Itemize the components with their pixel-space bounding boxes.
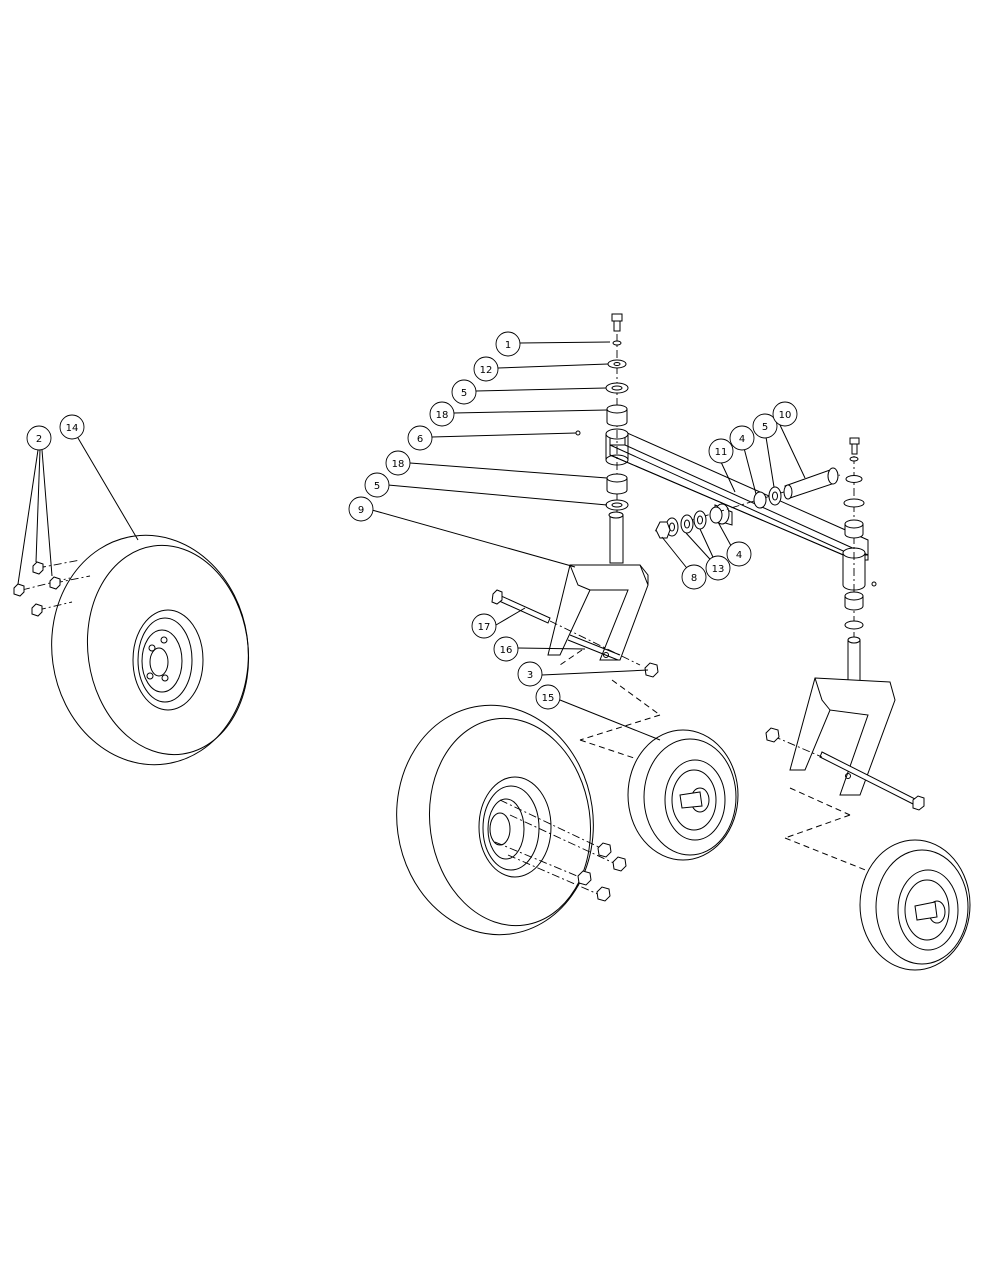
callout-11-label: 11 bbox=[715, 447, 728, 458]
caster-wheel-front-left bbox=[579, 679, 739, 861]
callout-4-bottom: 4 bbox=[726, 541, 752, 567]
callout-18-top-label: 18 bbox=[436, 410, 449, 421]
callout-9: 9 bbox=[348, 496, 374, 522]
caster-fork-right bbox=[765, 636, 925, 876]
callout-1: 1 bbox=[495, 331, 521, 357]
left-pivot-hardware-stack bbox=[575, 313, 629, 560]
rear-wheel-assembly-left bbox=[13, 534, 250, 766]
callout-4-bottom-label: 4 bbox=[736, 550, 742, 561]
callout-16-label: 16 bbox=[500, 645, 513, 656]
callout-17: 17 bbox=[471, 613, 497, 639]
callout-3: 3 bbox=[517, 661, 543, 687]
callout-5-mid: 5 bbox=[364, 472, 390, 498]
callout-14-label: 14 bbox=[66, 423, 79, 434]
callout-12-label: 12 bbox=[480, 365, 493, 376]
callout-18-bottom-label: 18 bbox=[392, 459, 405, 470]
callout-13: 13 bbox=[705, 555, 731, 581]
callout-6-label: 6 bbox=[417, 434, 423, 445]
caster-wheel-front-right bbox=[859, 839, 971, 971]
right-pivot-hardware-stack bbox=[843, 437, 877, 640]
callout-16: 16 bbox=[493, 636, 519, 662]
callout-13-label: 13 bbox=[712, 564, 725, 575]
center-pivot-hardware bbox=[654, 467, 841, 539]
callout-12: 12 bbox=[473, 356, 499, 382]
callout-8-label: 8 bbox=[691, 573, 697, 584]
callout-15-label: 15 bbox=[542, 693, 555, 704]
callout-5-top-label: 5 bbox=[461, 388, 467, 399]
callout-3-label: 3 bbox=[527, 670, 533, 681]
rear-wheel-assembly-center bbox=[396, 704, 627, 936]
callout-18-top: 18 bbox=[429, 401, 455, 427]
callout-5-right: 5 bbox=[752, 413, 778, 439]
callout-14: 14 bbox=[59, 414, 85, 440]
callout-9-label: 9 bbox=[358, 505, 364, 516]
callout-11: 11 bbox=[708, 438, 734, 464]
callout-2-label: 2 bbox=[36, 434, 42, 445]
callout-5-top: 5 bbox=[451, 379, 477, 405]
callout-17-label: 17 bbox=[478, 622, 491, 633]
callout-4-top: 4 bbox=[729, 425, 755, 451]
callout-6: 6 bbox=[407, 425, 433, 451]
callout-2: 2 bbox=[26, 425, 52, 451]
callout-4-top-label: 4 bbox=[739, 434, 745, 445]
callout-10: 10 bbox=[772, 401, 798, 427]
callout-1-label: 1 bbox=[505, 340, 511, 351]
callout-15: 15 bbox=[535, 684, 561, 710]
callout-5-right-label: 5 bbox=[762, 422, 768, 433]
callout-8: 8 bbox=[681, 564, 707, 590]
callout-10-label: 10 bbox=[779, 410, 792, 421]
callout-18-bottom: 18 bbox=[385, 450, 411, 476]
callout-leaders bbox=[17, 341, 806, 741]
callout-5-mid-label: 5 bbox=[374, 481, 380, 492]
